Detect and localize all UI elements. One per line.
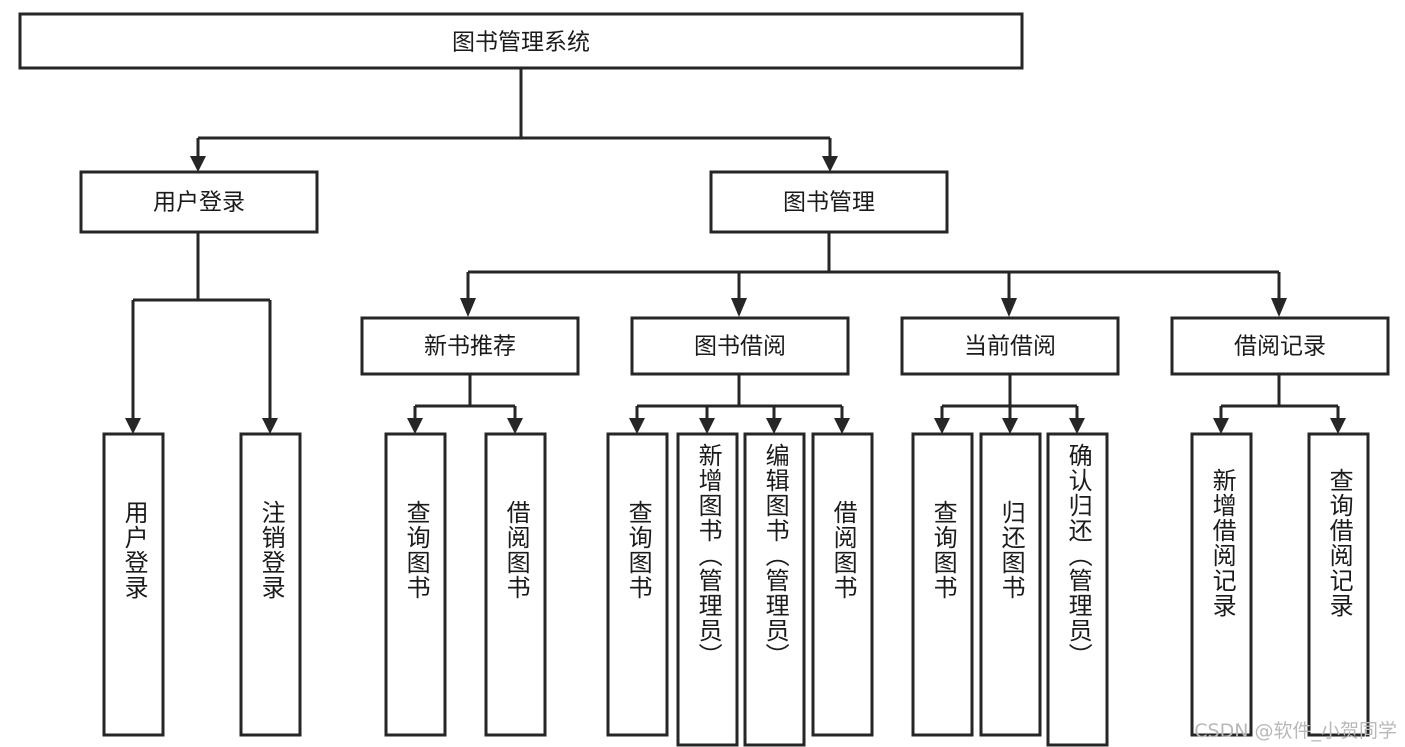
- arrowhead-leaf-borrow-book-1: [507, 418, 523, 434]
- arrowhead-leaf-add-record: [1213, 418, 1229, 434]
- arrowhead-current-borrow: [1001, 298, 1017, 317]
- node-current-borrow[interactable]: 当前借阅: [900, 316, 1120, 376]
- leaf-edit-book-box[interactable]: [743, 432, 806, 747]
- node-borrow-record[interactable]: 借阅记录: [1170, 316, 1390, 376]
- arrowhead-leaf-query-book-1: [407, 418, 423, 434]
- arrowhead-book-manage: [822, 156, 838, 172]
- connector-book-manage-trunk: [466, 232, 1281, 300]
- node-book-borrow-box[interactable]: [630, 316, 850, 376]
- connector-root-trunk: [196, 68, 832, 158]
- node-book-borrow-label: 图书借阅: [694, 334, 786, 360]
- node-new-book-rec[interactable]: 新书推荐: [360, 316, 580, 376]
- arrowhead-leaf-query-book-3: [934, 418, 950, 434]
- leaf-add-book-box[interactable]: [676, 432, 739, 747]
- arrowhead-borrow-record: [1271, 298, 1287, 317]
- node-current-borrow-box[interactable]: [900, 316, 1120, 376]
- connector-current-borrow-trunk: [940, 374, 1079, 420]
- arrowhead-user-login: [190, 156, 206, 172]
- arrowhead-leaf-query-record: [1330, 418, 1346, 434]
- csdn-watermark: CSDN @软件_小贺同学: [1194, 720, 1397, 742]
- leaf-boxes-layer: [102, 432, 1370, 747]
- node-current-borrow-label: 当前借阅: [964, 334, 1056, 360]
- connectors-layer: [125, 68, 1346, 434]
- node-book-borrow[interactable]: 图书借阅: [630, 316, 850, 376]
- arrowhead-leaf-user-login: [125, 418, 141, 434]
- leaf-user-logout-box[interactable]: [239, 432, 302, 737]
- node-user-login-box[interactable]: [79, 170, 319, 234]
- leaf-query-record-box[interactable]: [1307, 432, 1370, 737]
- arrowhead-new-book-rec: [460, 298, 476, 317]
- leaf-return-book-box[interactable]: [979, 432, 1042, 737]
- leaf-borrow-book-1-box[interactable]: [484, 432, 547, 737]
- leaf-user-login-box[interactable]: [102, 432, 165, 737]
- arrowhead-leaf-user-logout: [262, 418, 278, 434]
- connector-borrow-record-trunk: [1219, 374, 1340, 420]
- arrowhead-leaf-confirm-return: [1069, 418, 1085, 434]
- node-book-manage-label: 图书管理: [783, 190, 875, 216]
- leaf-add-record-box[interactable]: [1190, 432, 1253, 737]
- leaf-query-book-3-box[interactable]: [911, 432, 974, 737]
- connector-book-borrow-trunk: [635, 374, 844, 420]
- arrowhead-leaf-add-book: [699, 418, 715, 434]
- node-book-manage[interactable]: 图书管理: [709, 170, 949, 234]
- node-user-login-label: 用户登录: [153, 190, 245, 216]
- arrowhead-leaf-query-book-2: [629, 418, 645, 434]
- node-root[interactable]: 图书管理系统: [18, 12, 1024, 70]
- node-new-book-rec-box[interactable]: [360, 316, 580, 376]
- connector-user-login-trunk: [131, 232, 272, 420]
- leaf-query-book-2-box[interactable]: [606, 432, 669, 737]
- node-root-label: 图书管理系统: [452, 30, 590, 56]
- node-borrow-record-label: 借阅记录: [1234, 334, 1326, 360]
- node-borrow-record-box[interactable]: [1170, 316, 1390, 376]
- node-user-login[interactable]: 用户登录: [79, 170, 319, 234]
- arrowhead-leaf-borrow-book-2: [834, 418, 850, 434]
- leaf-borrow-book-2-box[interactable]: [811, 432, 874, 737]
- arrowhead-book-borrow: [731, 298, 747, 317]
- arrowhead-leaf-edit-book: [766, 418, 782, 434]
- leaf-confirm-return-box[interactable]: [1046, 432, 1109, 747]
- connector-new-book-rec-trunk: [413, 374, 517, 420]
- arrowhead-leaf-return-book: [1002, 418, 1018, 434]
- node-root-box[interactable]: [18, 12, 1024, 70]
- node-book-manage-box[interactable]: [709, 170, 949, 234]
- node-new-book-rec-label: 新书推荐: [424, 334, 516, 360]
- leaf-query-book-1-box[interactable]: [384, 432, 447, 737]
